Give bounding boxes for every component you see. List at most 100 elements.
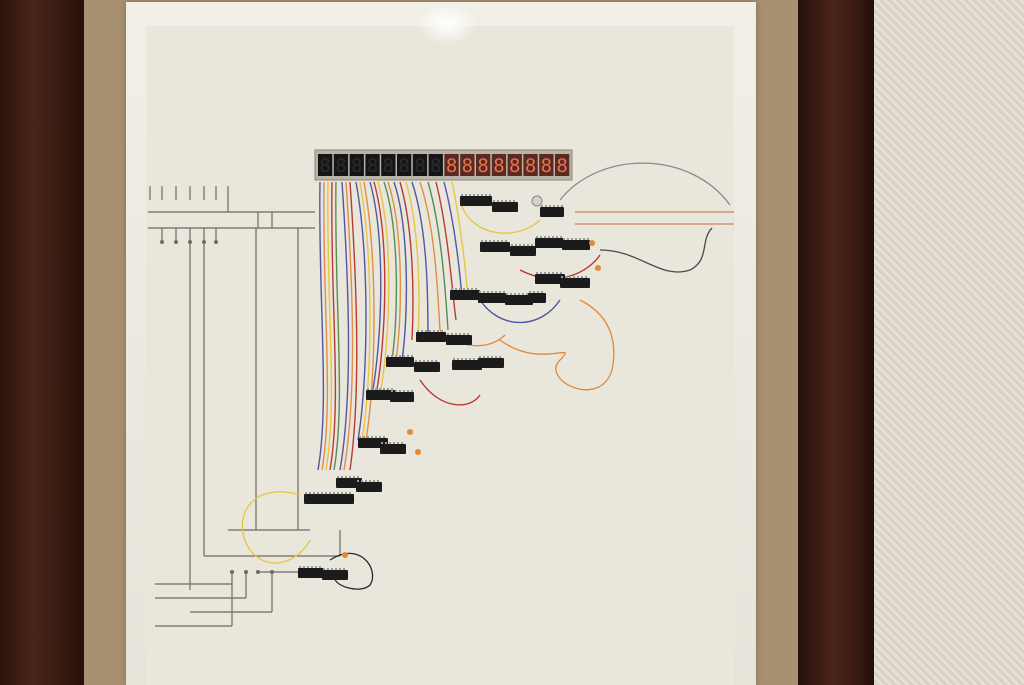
digit-segments: 8 xyxy=(509,155,520,177)
ic-pin xyxy=(375,436,377,438)
ic-pin xyxy=(556,236,558,238)
ic-pin xyxy=(433,330,435,332)
ic-pin xyxy=(333,492,335,494)
ic-pin xyxy=(399,390,401,392)
ic-pin xyxy=(563,238,565,240)
ic-pin xyxy=(531,244,533,246)
ic-pin xyxy=(379,388,381,390)
digit-segments: 8 xyxy=(414,155,425,177)
ic-pin xyxy=(585,276,587,278)
schematic-dots xyxy=(160,240,274,574)
ic-pin xyxy=(509,200,511,202)
ic-pin xyxy=(419,360,421,362)
ic-pin xyxy=(369,480,371,482)
ic-pin xyxy=(493,200,495,202)
ic-pin xyxy=(367,436,369,438)
ic-pin xyxy=(329,492,331,494)
ic-pin xyxy=(491,356,493,358)
digit-segments: 8 xyxy=(541,155,552,177)
ic-pin xyxy=(483,356,485,358)
digit-segments: 8 xyxy=(351,155,362,177)
display-digit xyxy=(365,154,380,176)
ic-pin xyxy=(506,293,508,295)
digit-segments: 8 xyxy=(430,155,441,177)
ic-pin xyxy=(483,291,485,293)
ic-pin xyxy=(561,276,563,278)
ic-pin xyxy=(311,566,313,568)
ic-pin xyxy=(461,358,463,360)
ic-pin xyxy=(459,288,461,290)
ic-pin xyxy=(489,240,491,242)
ic-pin xyxy=(303,566,305,568)
ic-chip xyxy=(366,390,396,400)
ic-pin xyxy=(427,360,429,362)
ic-chip xyxy=(322,570,348,580)
ic-pin xyxy=(335,568,337,570)
ic-pin xyxy=(397,442,399,444)
ic-pin xyxy=(359,436,361,438)
ic-pin xyxy=(477,194,479,196)
ic-pin xyxy=(552,272,554,274)
ic-pin xyxy=(337,476,339,478)
ic-pin xyxy=(393,442,395,444)
ic-chip xyxy=(480,242,510,252)
ic-chip xyxy=(304,494,332,504)
ic-chip xyxy=(478,358,504,368)
ic-pin xyxy=(549,205,551,207)
ic-pin xyxy=(556,272,558,274)
ic-pin xyxy=(407,355,409,357)
ic-pin xyxy=(305,492,307,494)
ic-chip xyxy=(386,357,414,367)
ic-pin xyxy=(425,330,427,332)
ic-pin xyxy=(473,194,475,196)
digit-segments: 8 xyxy=(462,155,473,177)
ic-chip xyxy=(535,238,565,248)
ic-pin xyxy=(435,360,437,362)
ic-chip xyxy=(446,335,472,345)
ic-pin xyxy=(510,293,512,295)
digit-segments: 8 xyxy=(335,155,346,177)
ic-pin xyxy=(511,244,513,246)
ic-pin xyxy=(365,480,367,482)
ic-pin xyxy=(557,205,559,207)
ic-pin xyxy=(463,288,465,290)
ic-pin xyxy=(553,205,555,207)
wooden-frame-left xyxy=(0,0,84,685)
ic-pin xyxy=(571,238,573,240)
ic-pin xyxy=(485,240,487,242)
ic-pin xyxy=(315,566,317,568)
ic-pin xyxy=(441,330,443,332)
ic-pin xyxy=(505,240,507,242)
digit-segments: 8 xyxy=(367,155,378,177)
light-glare xyxy=(418,4,476,44)
wooden-frame-right xyxy=(798,0,874,685)
display-digit xyxy=(555,154,570,176)
ic-pin xyxy=(581,276,583,278)
ic-pin xyxy=(451,333,453,335)
ic-pin xyxy=(465,194,467,196)
ic-pin xyxy=(339,568,341,570)
ic-pin xyxy=(513,200,515,202)
ic-pin xyxy=(497,240,499,242)
ic-pin xyxy=(537,291,539,293)
ic-pin xyxy=(479,291,481,293)
ic-pin xyxy=(552,236,554,238)
ic-pin xyxy=(469,194,471,196)
ic-pin xyxy=(536,272,538,274)
ribbon-wires xyxy=(317,181,469,471)
ic-pin xyxy=(461,194,463,196)
ic-pin xyxy=(577,276,579,278)
display-digit xyxy=(460,154,475,176)
ic-pin xyxy=(497,200,499,202)
ic-pin xyxy=(481,194,483,196)
ic-pin xyxy=(467,288,469,290)
ic-pin xyxy=(514,293,516,295)
ic-pin xyxy=(437,330,439,332)
ic-chip xyxy=(380,444,406,454)
ic-pin xyxy=(307,566,309,568)
ic-pin xyxy=(465,358,467,360)
display-digit xyxy=(333,154,349,176)
ic-pin xyxy=(567,238,569,240)
ic-pin xyxy=(527,244,529,246)
